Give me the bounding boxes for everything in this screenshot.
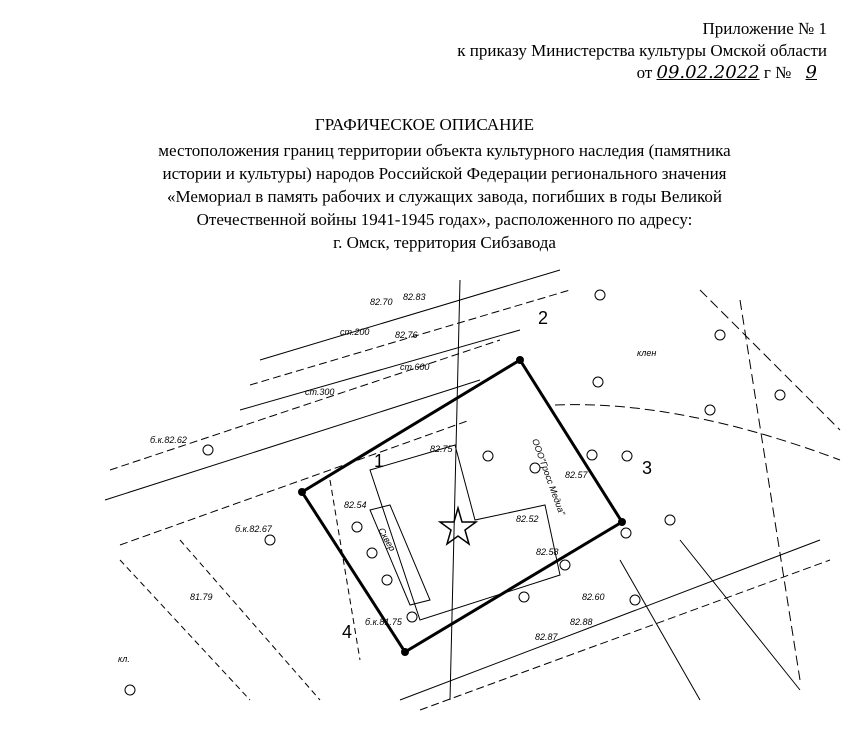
road-line [104, 379, 481, 501]
annotation-label: Сквер [376, 526, 397, 553]
elevation-label: б.к.81.75 [365, 617, 403, 627]
road-line [259, 269, 561, 361]
description-line: местоположения границ территории объекта… [158, 141, 731, 160]
elevation-label: 82.83 [403, 292, 426, 302]
elevation-label: 82.70 [370, 297, 393, 307]
annotation-label: клен [637, 348, 656, 358]
tree-markers [124, 289, 786, 696]
elevation-label: 81.79 [190, 592, 213, 602]
map-background-lines [104, 269, 841, 711]
vertex-4 [401, 648, 409, 656]
elevation-label: 82.75 [430, 444, 454, 454]
point-label-1: 1 [374, 451, 384, 471]
point-label-3: 3 [642, 458, 652, 478]
vertex-1 [298, 488, 306, 496]
description-line: Отечественной войны 1941-1945 годах», ра… [196, 210, 693, 229]
elevation-label: 82.57 [565, 470, 589, 480]
document-title: ГРАФИЧЕСКОЕ ОПИСАНИЕ [314, 115, 535, 134]
elevation-label: 82.87 [535, 632, 559, 642]
road-line [119, 419, 471, 546]
annotation-label: ст.200 [340, 327, 369, 337]
description-line: г. Омск, территория Сибзавода [333, 233, 556, 252]
date-suffix: г № [763, 63, 792, 82]
road-line [239, 329, 521, 411]
order-date-line: от 09.02.2022 г № 9 [637, 62, 827, 83]
pipe-line [554, 404, 841, 461]
square-outline [369, 504, 431, 606]
elevation-label: б.к.82.62 [150, 435, 187, 445]
walkway [179, 539, 321, 701]
building-outline [619, 559, 701, 701]
elevation-labels: 82.75 82.57 82.52 82.54 82.58 82.60 82.8… [118, 292, 656, 664]
annotation-label: ст.300 [305, 387, 334, 397]
road-line [419, 559, 831, 711]
elevation-label: 82.52 [516, 514, 539, 524]
elevation-label: 82.54 [344, 500, 367, 510]
building-outline [679, 539, 801, 691]
annotation-label: кл. [118, 654, 130, 664]
road-line [249, 289, 571, 386]
boundary-vertices [298, 356, 626, 656]
monument-star-icon [437, 505, 479, 546]
walkway [119, 559, 251, 701]
elevation-label: 82.58 [536, 547, 559, 557]
order-reference: к приказу Министерства культуры Омской о… [457, 41, 827, 60]
elevation-label: 82.76 [395, 330, 418, 340]
pipe-line [739, 299, 801, 681]
meridian-line [449, 279, 461, 701]
description-line: «Мемориал в память рабочих и служащих за… [167, 187, 722, 206]
date-prefix: от [636, 63, 653, 82]
point-label-4: 4 [342, 622, 352, 642]
description-line: истории и культуры) народов Российской Ф… [162, 164, 727, 183]
vertex-3 [618, 518, 626, 526]
road-line [109, 339, 501, 471]
elevation-label: 82.60 [582, 592, 605, 602]
handwritten-date: 09.02.2022 [656, 62, 760, 83]
vertex-2 [516, 356, 524, 364]
handwritten-order-number: 9 [805, 62, 817, 83]
point-label-2: 2 [538, 308, 548, 328]
appendix-label: Приложение № 1 [702, 19, 827, 38]
annotation-label: ООО"Гросс Медиа" [530, 437, 567, 517]
document-description: местоположения границ территории объекта… [40, 139, 849, 254]
pipe-line [699, 289, 841, 431]
walkway [329, 479, 361, 661]
elevation-label: 82.88 [570, 617, 593, 627]
road-line [399, 539, 821, 701]
annotation-label: ст.600 [400, 362, 429, 372]
elevation-label: б.к.82.67 [235, 524, 273, 534]
building-outline [369, 444, 561, 621]
